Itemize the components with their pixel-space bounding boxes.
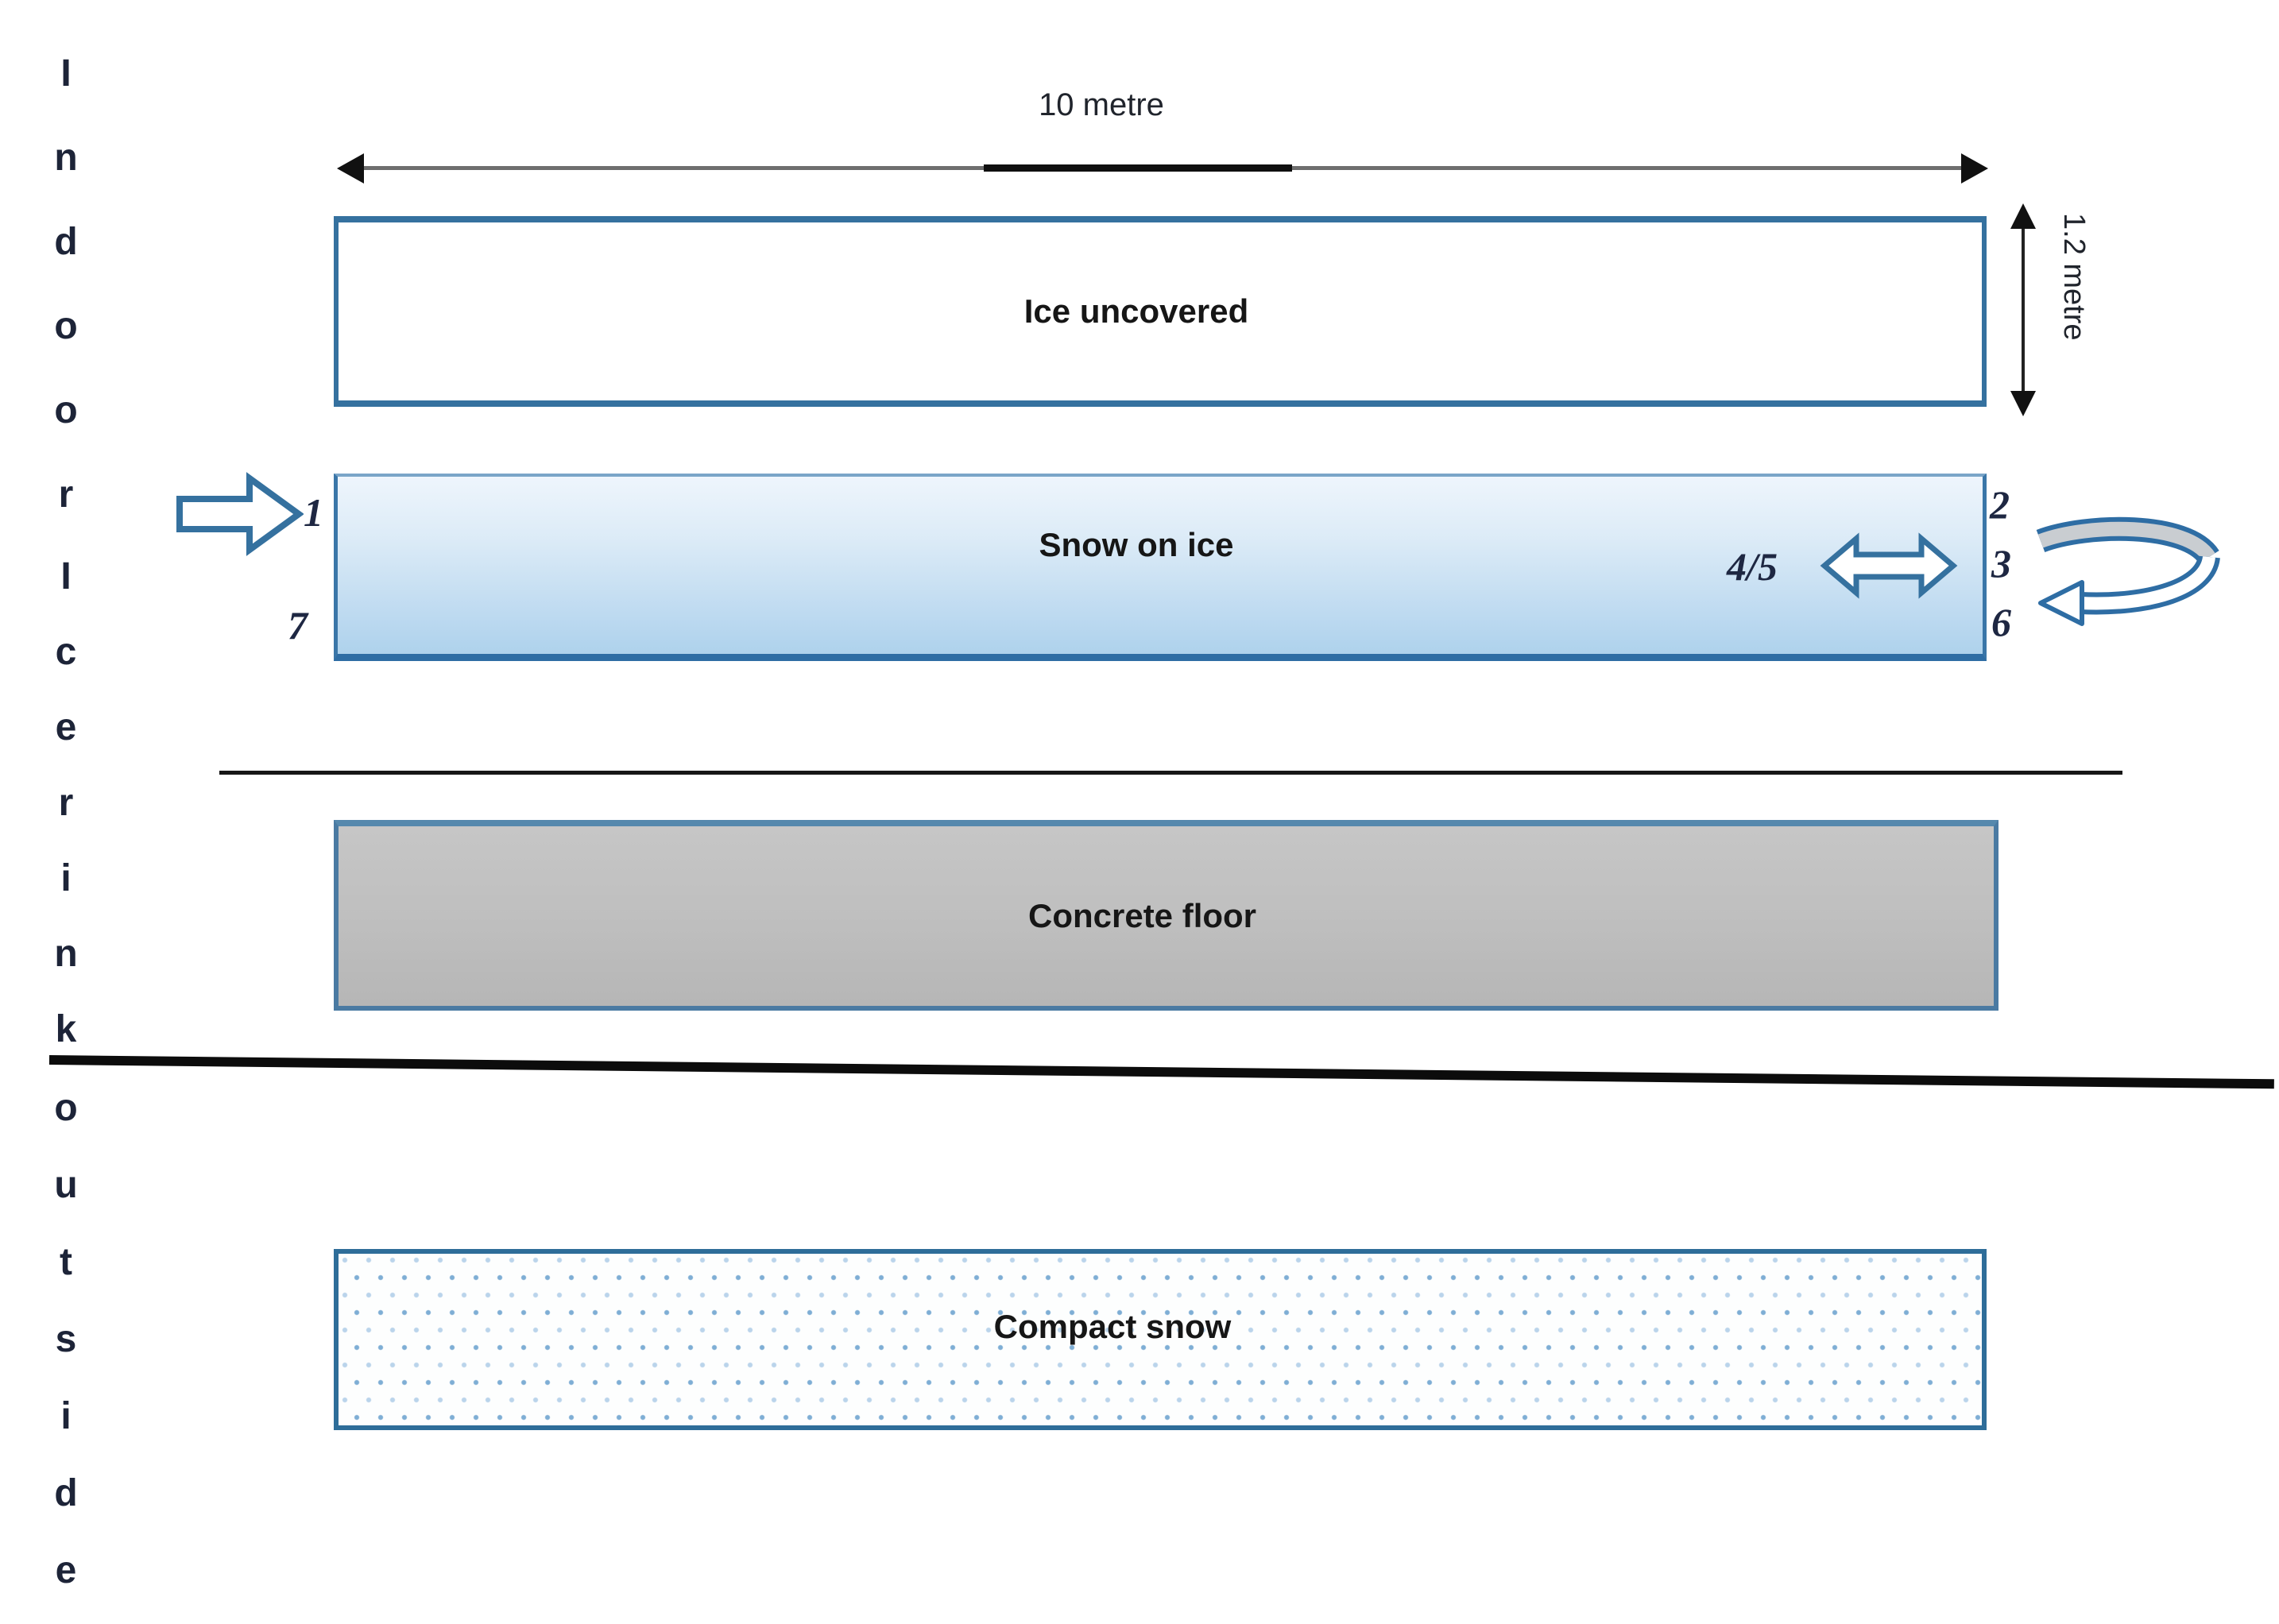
vertical-letter: c xyxy=(55,631,77,673)
flow-in-block-arrow-icon xyxy=(176,472,304,556)
vertical-letter: i xyxy=(60,1395,72,1437)
vertical-letter: n xyxy=(54,933,78,975)
vertical-letter: d xyxy=(54,1472,78,1514)
indoor-outside-divider-line xyxy=(48,1055,2274,1089)
layer-concrete-floor: Concrete floor xyxy=(334,820,1998,1011)
layer-ice-uncovered-label: Ice uncovered xyxy=(1023,292,1249,330)
vertical-letter: r xyxy=(58,474,74,516)
vertical-letter: o xyxy=(54,389,78,431)
marker-4-5: 4/5 xyxy=(1727,544,1778,589)
vertical-letter: I xyxy=(60,52,72,95)
vertical-letter: d xyxy=(54,221,78,263)
vertical-letter: u xyxy=(54,1164,78,1206)
vertical-letter: i xyxy=(60,857,72,899)
layer-compact-snow-label: Compact snow xyxy=(993,1308,1232,1345)
marker-6: 6 xyxy=(1991,600,2011,644)
marker-3: 3 xyxy=(1991,541,2011,586)
layer-ice-uncovered: Ice uncovered xyxy=(334,216,1987,407)
layer-compact-snow: Compact snow xyxy=(334,1249,1987,1430)
vertical-letter: s xyxy=(55,1318,77,1360)
marker-7: 7 xyxy=(288,603,308,648)
vertical-letter: e xyxy=(55,706,77,748)
layer-concrete-floor-label: Concrete floor xyxy=(1027,897,1257,934)
circulation-loop-arrow-icon xyxy=(2036,516,2220,626)
vertical-letter: e xyxy=(55,1549,77,1591)
height-dimension-label: 1.2 metre xyxy=(2057,213,2091,341)
vertical-letter: k xyxy=(55,1008,77,1050)
vertical-letter: r xyxy=(58,782,74,824)
vertical-letter: o xyxy=(54,305,78,347)
width-dimension-label: 10 metre xyxy=(1039,87,1164,122)
marker-2: 2 xyxy=(1990,482,2010,527)
vertical-letter: I xyxy=(60,555,72,597)
ice-pad-separator-line xyxy=(219,771,2122,775)
layer-snow-on-ice: Snow on ice xyxy=(334,474,1987,661)
marker-1: 1 xyxy=(304,490,323,535)
layer-snow-on-ice-label: Snow on ice xyxy=(1039,525,1234,563)
vertical-letter: n xyxy=(54,137,78,179)
vertical-letter: t xyxy=(60,1241,72,1283)
exchange-double-arrow-icon xyxy=(1820,532,1958,599)
vertical-letter: o xyxy=(54,1087,78,1129)
